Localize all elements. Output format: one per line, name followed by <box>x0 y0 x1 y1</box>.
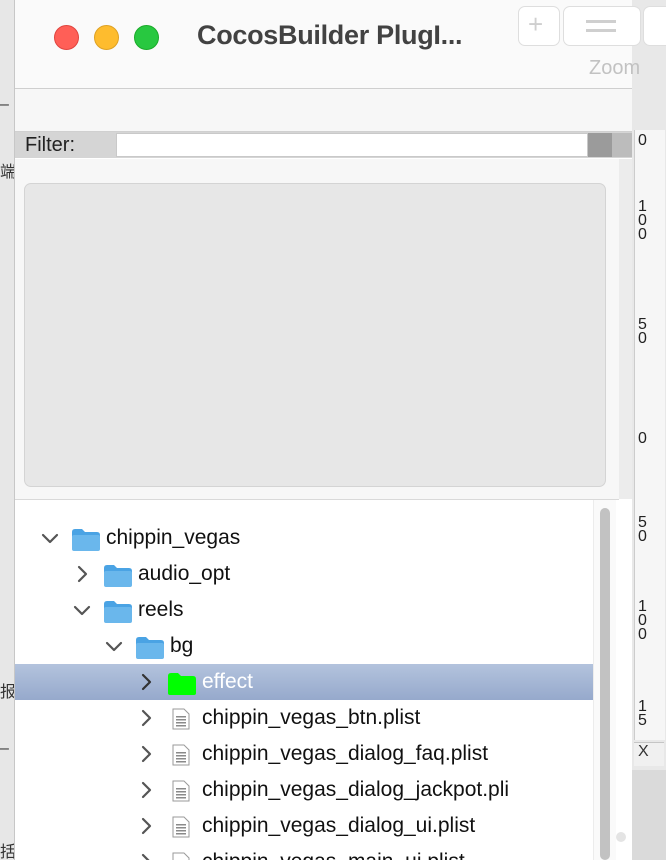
zoom-window-button[interactable] <box>134 25 159 50</box>
chevron-right-icon[interactable] <box>136 852 156 860</box>
plist-file-icon <box>172 744 190 766</box>
zoom-label: Zoom <box>589 57 641 79</box>
plist-file-icon <box>172 816 190 838</box>
filter-scroll-edge <box>612 133 632 157</box>
tree-row-label: chippin_vegas_dialog_faq.plist <box>202 742 489 765</box>
chevron-right-icon[interactable] <box>72 564 92 584</box>
filter-input[interactable] <box>116 133 588 157</box>
background-panel <box>632 770 666 860</box>
resize-handle[interactable] <box>616 832 626 842</box>
ruler-label: 0 <box>638 430 647 447</box>
background-glyph: 端 <box>0 164 15 181</box>
tree-row-label: chippin_vegas_btn.plist <box>202 706 421 729</box>
tree-row[interactable]: chippin_vegas_dialog_ui.plist <box>15 808 593 844</box>
chevron-right-icon[interactable] <box>136 672 156 692</box>
ruler-label: 5 0 <box>638 316 647 347</box>
vertical-ruler: 0 1 0 0 5 0 0 5 0 1 0 0 1 5 <box>634 130 665 740</box>
tree-row-label: bg <box>170 634 194 657</box>
background-glyph: 报 <box>0 684 15 701</box>
chevron-down-icon[interactable] <box>104 636 124 656</box>
folder-icon <box>167 672 197 696</box>
background-glyph: 括 <box>0 844 15 860</box>
equals-icon <box>586 20 616 23</box>
tree-row-label: audio_opt <box>138 562 231 585</box>
preview-panel <box>15 159 619 500</box>
tree-row-label: reels <box>138 598 184 621</box>
ruler-label: 1 0 0 <box>638 598 647 643</box>
chevron-down-icon[interactable] <box>40 528 60 548</box>
scrollbar-thumb[interactable] <box>600 508 610 860</box>
folder-icon <box>71 528 101 552</box>
close-window-button[interactable] <box>54 25 79 50</box>
tree-row[interactable]: audio_opt <box>15 556 593 592</box>
window-title: CocosBuilder PlugI... <box>197 20 463 50</box>
ruler-label: 1 5 <box>638 698 647 729</box>
background-glyph: – <box>0 740 9 757</box>
tree-row[interactable]: bg <box>15 628 593 664</box>
filter-label: Filter: <box>25 134 75 156</box>
ruler-label: 5 0 <box>638 514 647 545</box>
zoom-in-button[interactable]: + <box>518 6 560 46</box>
tree-row[interactable]: chippin_vegas_main_ui.plist <box>15 844 593 860</box>
tree-row[interactable]: chippin_vegas_dialog_jackpot.pli <box>15 772 593 808</box>
plist-file-icon <box>172 852 190 860</box>
chevron-down-icon[interactable] <box>72 600 92 620</box>
x-coordinate-label: X <box>634 742 664 766</box>
chevron-right-icon[interactable] <box>136 708 156 728</box>
tree-row-label: chippin_vegas <box>106 526 241 549</box>
tree-row[interactable]: chippin_vegas <box>15 520 593 556</box>
tree-row[interactable]: chippin_vegas_btn.plist <box>15 700 593 736</box>
tree-row[interactable]: chippin_vegas_dialog_faq.plist <box>15 736 593 772</box>
background-app-right-strip: 0 1 0 0 5 0 0 5 0 1 0 0 1 5 X <box>631 0 666 860</box>
ruler-label: 0 <box>638 132 647 149</box>
background-app-left-strip: – 端 报 – 括 <box>0 0 15 860</box>
plist-file-icon <box>172 780 190 802</box>
folder-icon <box>103 600 133 624</box>
tree-row-label: chippin_vegas_main_ui.plist <box>202 850 465 860</box>
background-glyph: – <box>0 96 9 113</box>
chevron-right-icon[interactable] <box>136 744 156 764</box>
tree-row[interactable]: reels <box>15 592 593 628</box>
tree-scrollbar[interactable] <box>593 500 616 860</box>
tree-row[interactable]: effect <box>15 664 593 700</box>
filter-bar: Filter: <box>15 132 632 158</box>
title-bar[interactable]: CocosBuilder PlugI... + Zoom <box>15 0 666 89</box>
tree-row-label: chippin_vegas_dialog_jackpot.pli <box>202 778 510 801</box>
ruler-label: 1 0 0 <box>638 198 647 243</box>
filter-scroll-arrow[interactable] <box>588 133 612 157</box>
plus-icon: + <box>528 9 544 39</box>
zoom-out-button[interactable] <box>643 6 666 46</box>
chevron-right-icon[interactable] <box>136 780 156 800</box>
chevron-right-icon[interactable] <box>136 816 156 836</box>
tree-row-label: chippin_vegas_dialog_ui.plist <box>202 814 476 837</box>
preview-box <box>24 183 606 487</box>
folder-icon <box>135 636 165 660</box>
plugin-window: CocosBuilder PlugI... + Zoom Filter: chi… <box>15 0 666 860</box>
folder-icon <box>103 564 133 588</box>
plist-file-icon <box>172 708 190 730</box>
secondary-toolbar <box>15 89 632 132</box>
minimize-window-button[interactable] <box>94 25 119 50</box>
tree-row-label: effect <box>202 670 253 693</box>
zoom-reset-button[interactable] <box>563 6 641 46</box>
preview-side-gutter <box>619 159 632 499</box>
